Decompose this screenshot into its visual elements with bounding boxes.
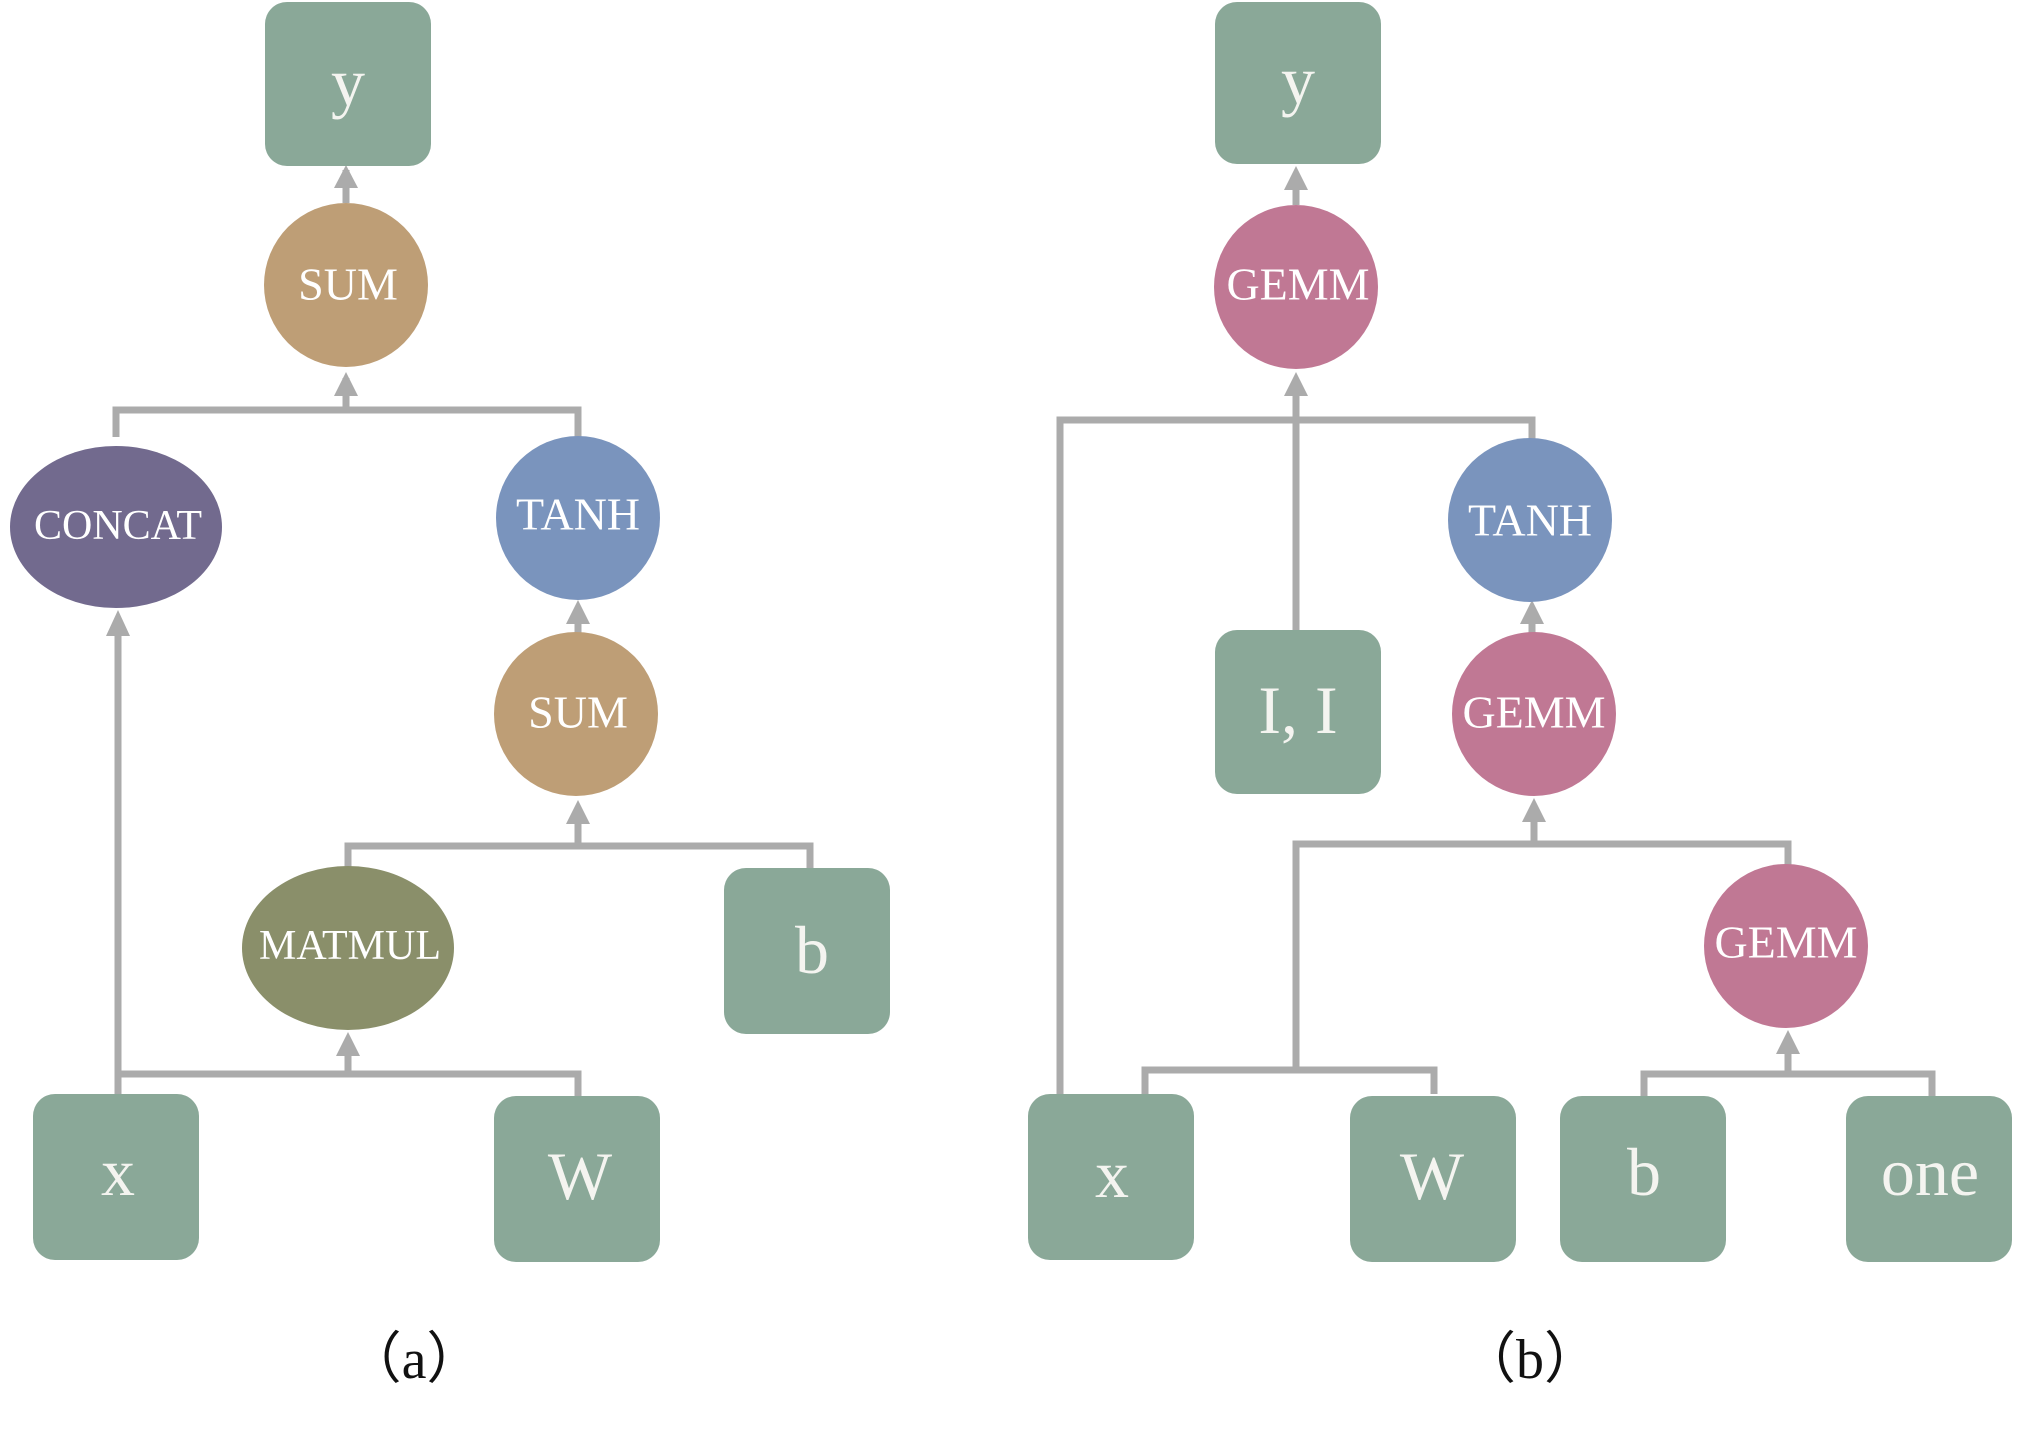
node-one: one xyxy=(1846,1096,2012,1262)
node-label: SUM xyxy=(298,259,398,310)
variable-box xyxy=(1350,1096,1516,1262)
node-label: y xyxy=(331,44,365,120)
diagram-a: y SUM CONCAT TANH SUM xyxy=(10,2,890,1391)
node-label: x xyxy=(1095,1136,1129,1212)
node-identity: I, I xyxy=(1215,630,1381,794)
edge-b-one-join xyxy=(1640,1070,1936,1096)
node-label: b xyxy=(1627,1134,1661,1210)
op-circle xyxy=(1448,438,1612,602)
node-sum-top: SUM xyxy=(264,203,428,367)
variable-box xyxy=(1028,1094,1194,1260)
arrowhead xyxy=(566,800,590,824)
node-label: b xyxy=(795,912,829,988)
node-matmul: MATMUL xyxy=(242,866,454,1030)
variable-box xyxy=(1846,1096,2012,1262)
caption-b: （b） xyxy=(1460,1329,1600,1391)
node-concat: CONCAT xyxy=(10,446,222,608)
arrowhead xyxy=(1522,798,1546,822)
arrowhead xyxy=(1284,166,1308,190)
node-label: y xyxy=(1281,42,1315,118)
node-label: CONCAT xyxy=(34,503,202,549)
node-tanh: TANH xyxy=(1448,438,1612,602)
node-label: I, I xyxy=(1258,672,1337,748)
variable-box xyxy=(724,868,890,1034)
node-label: SUM xyxy=(528,687,628,738)
node-label: W xyxy=(1400,1138,1465,1214)
edge-x-w-join xyxy=(1141,1066,1438,1094)
variable-box xyxy=(33,1094,199,1260)
variable-box xyxy=(1560,1096,1726,1262)
node-y: y xyxy=(1215,2,1381,164)
variable-box xyxy=(494,1096,660,1262)
node-label: GEMM xyxy=(1226,259,1369,310)
node-b: b xyxy=(724,868,890,1034)
node-w: W xyxy=(494,1096,660,1262)
op-circle xyxy=(1704,864,1868,1028)
node-label: W xyxy=(548,1138,613,1214)
edge-xw-gemm-join xyxy=(1292,840,1792,1070)
node-sum-mid: SUM xyxy=(494,632,658,796)
arrowhead xyxy=(566,600,590,624)
edge-matmul-b-join xyxy=(344,842,814,868)
node-label: TANH xyxy=(1468,495,1592,546)
node-label: TANH xyxy=(516,489,640,540)
node-label: one xyxy=(1881,1134,1979,1210)
node-w: W xyxy=(1350,1096,1516,1262)
node-gemm-mid: GEMM xyxy=(1452,632,1616,796)
variable-box xyxy=(1215,630,1381,794)
diagram-b: y GEMM TANH I, I GEMM xyxy=(1028,2,2012,1391)
arrowhead xyxy=(1776,1030,1800,1054)
node-label: x xyxy=(101,1134,135,1210)
op-circle xyxy=(264,203,428,367)
node-label: MATMUL xyxy=(259,923,441,969)
diagram-b-edges xyxy=(1056,166,1936,1096)
arrowhead xyxy=(336,1032,360,1056)
caption-a: （a） xyxy=(346,1329,483,1391)
arrowhead xyxy=(1520,600,1544,624)
arrowhead xyxy=(334,165,358,188)
arrowhead xyxy=(334,372,358,396)
node-label: GEMM xyxy=(1462,687,1605,738)
op-ellipse xyxy=(242,866,454,1030)
node-gemm-low: GEMM xyxy=(1704,864,1868,1028)
op-circle xyxy=(1452,632,1616,796)
node-x: x xyxy=(33,1094,199,1260)
op-circle xyxy=(1214,205,1378,369)
edge-x-w-join xyxy=(114,1070,582,1096)
diagram-a-edges xyxy=(106,165,814,1096)
node-label: GEMM xyxy=(1714,917,1857,968)
node-gemm-top: GEMM xyxy=(1214,205,1378,369)
arrowhead xyxy=(106,610,130,636)
diagram-b-nodes: y GEMM TANH I, I GEMM xyxy=(1028,2,2012,1262)
node-x: x xyxy=(1028,1094,1194,1260)
variable-box xyxy=(1215,2,1381,164)
node-y: y xyxy=(265,2,431,166)
op-ellipse xyxy=(10,446,222,608)
edge-concat-tanh-join xyxy=(112,406,582,437)
node-b: b xyxy=(1560,1096,1726,1262)
variable-box xyxy=(265,2,431,166)
diagram-a-nodes: y SUM CONCAT TANH SUM xyxy=(10,2,890,1262)
op-circle xyxy=(494,632,658,796)
op-circle xyxy=(496,436,660,600)
arrowhead xyxy=(1284,372,1308,396)
node-tanh: TANH xyxy=(496,436,660,600)
